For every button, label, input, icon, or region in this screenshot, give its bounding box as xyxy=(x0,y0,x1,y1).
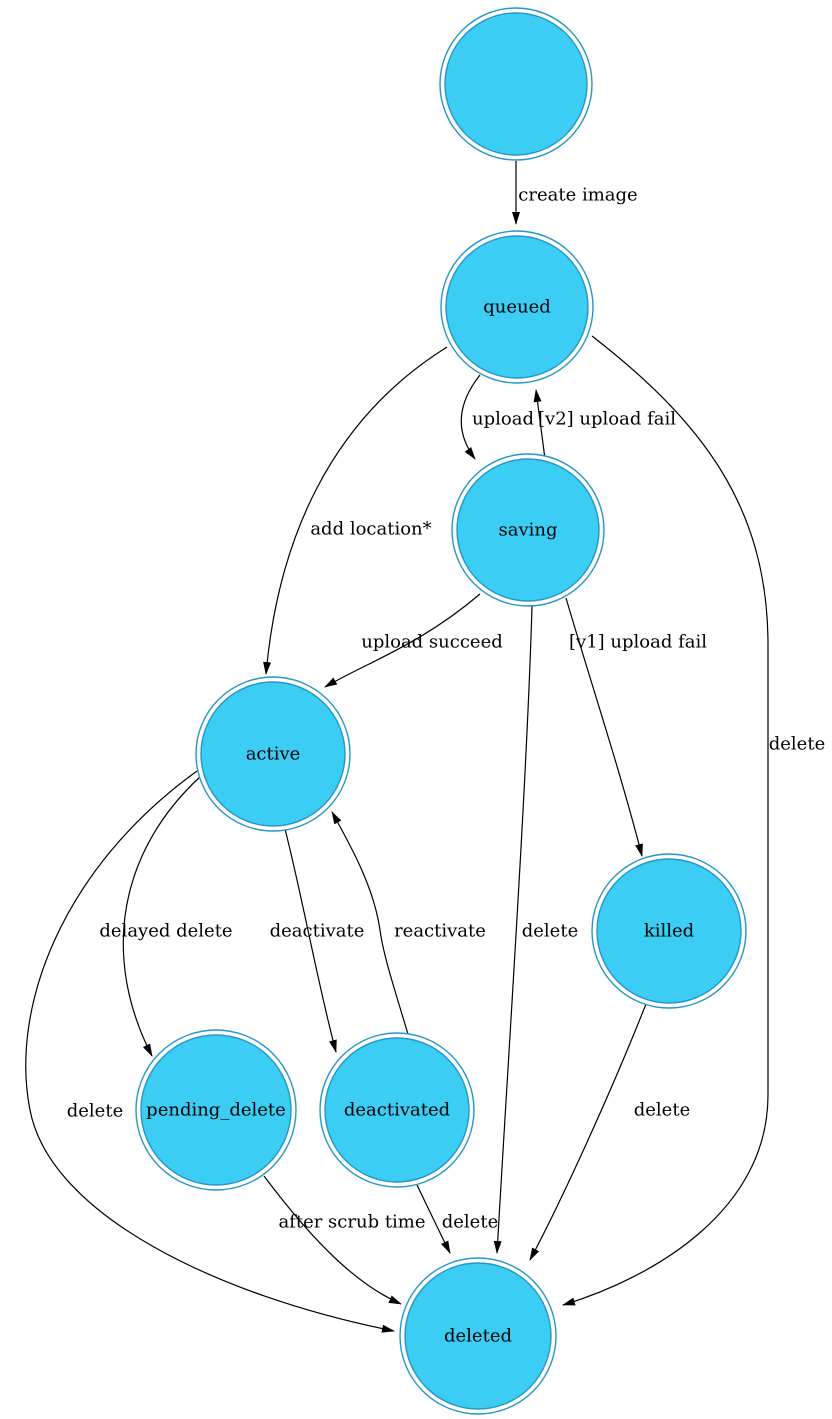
state-node-inner-circle xyxy=(200,681,346,827)
edge-pending_delete-to-deleted xyxy=(263,1175,402,1305)
state-node-label-deactivated: deactivated xyxy=(344,1100,450,1121)
edge-saving-to-killed xyxy=(565,597,643,857)
state-node-active: active xyxy=(195,676,351,832)
state-node-start xyxy=(439,7,593,161)
edge-active-to-deleted xyxy=(25,770,395,1333)
state-node-inner-circle xyxy=(444,12,588,156)
edge-label-saving-to-killed: [v1] upload fail xyxy=(569,632,707,653)
edges-layer xyxy=(25,161,769,1333)
state-node-queued: queued xyxy=(440,230,594,384)
edge-active-to-pending_delete xyxy=(122,775,202,1057)
state-node-inner-circle xyxy=(404,1262,552,1410)
state-node-label-killed: killed xyxy=(644,921,694,942)
state-node-pending_delete: pending_delete xyxy=(135,1029,297,1191)
edge-label-pending_delete-to-deleted: after scrub time xyxy=(278,1212,425,1233)
state-node-inner-circle xyxy=(456,458,600,602)
state-node-saving: saving xyxy=(451,453,605,607)
edge-label-saving-to-deleted: delete xyxy=(522,921,578,942)
edge-label-active-to-pending_delete: delayed delete xyxy=(99,921,232,942)
edge-queued-to-saving xyxy=(460,374,481,460)
state-node-killed: killed xyxy=(591,853,747,1009)
edge-label-deactivated-to-deleted: delete xyxy=(442,1212,498,1233)
edge-label-queued-to-deleted: delete xyxy=(769,734,825,755)
edge-killed-to-deleted xyxy=(529,1003,647,1261)
edge-queued-to-active xyxy=(263,346,448,675)
edge-label-queued-to-active: add location* xyxy=(310,519,431,540)
edge-label-active-to-deactivated: deactivate xyxy=(270,921,365,942)
state-node-label-queued: queued xyxy=(483,297,551,318)
edge-saving-to-queued xyxy=(533,389,546,460)
edge-label-active-to-deleted: delete xyxy=(67,1101,123,1122)
state-node-label-pending_delete: pending_delete xyxy=(146,1100,286,1121)
edge-label-saving-to-active: upload succeed xyxy=(361,632,503,653)
state-node-label-active: active xyxy=(246,744,301,765)
edge-saving-to-active xyxy=(324,593,481,688)
state-node-label-saving: saving xyxy=(498,520,557,541)
edge-active-to-deactivated xyxy=(284,828,337,1053)
state-node-inner-circle xyxy=(140,1034,292,1186)
edge-deactivated-to-active xyxy=(331,811,409,1035)
edge-label-deactivated-to-active: reactivate xyxy=(394,921,486,942)
state-node-deleted: deleted xyxy=(399,1257,557,1415)
edge-saving-to-deleted xyxy=(493,605,533,1254)
state-node-inner-circle xyxy=(324,1037,470,1183)
edge-label-queued-to-saving: upload xyxy=(472,409,534,430)
edge-label-killed-to-deleted: delete xyxy=(634,1100,690,1121)
state-node-inner-circle xyxy=(445,235,589,379)
edge-queued-to-deleted xyxy=(562,335,769,1306)
edge-label-start-to-queued: create image xyxy=(518,185,637,206)
edge-deactivated-to-deleted xyxy=(416,1184,451,1254)
state-node-deactivated: deactivated xyxy=(319,1032,475,1188)
edge-label-saving-to-queued: [v2] upload fail xyxy=(538,409,676,430)
state-node-inner-circle xyxy=(596,858,742,1004)
state-node-label-deleted: deleted xyxy=(444,1326,512,1347)
edge-labels-layer: create image upload[v2] upload fail add lo… xyxy=(67,185,825,1233)
